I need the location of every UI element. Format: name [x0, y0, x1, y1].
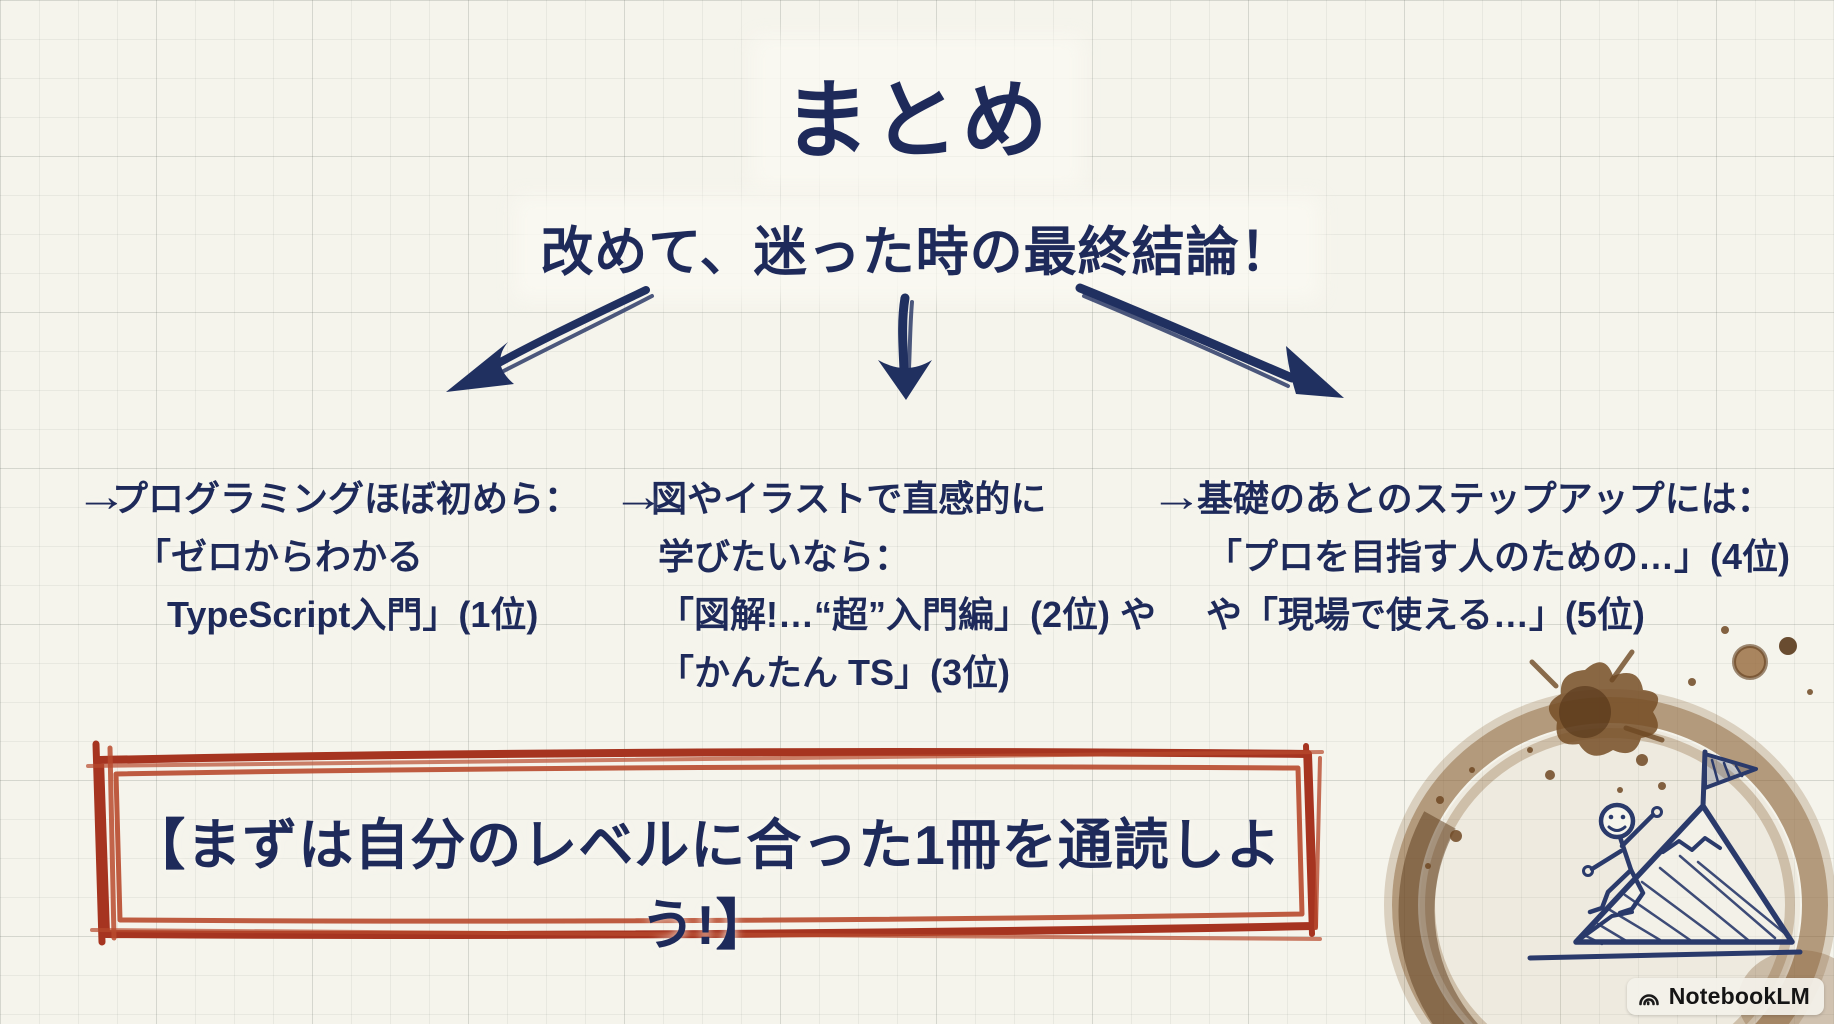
right-arrow-icon: →	[75, 472, 128, 521]
recommendation-column-beginner: →プログラミングほぼ初めら： 「ゼロからわかる TypeScript入門」(1位…	[75, 468, 580, 644]
down-left-arrow-icon	[446, 286, 654, 392]
column1-line3: TypeScript入門」(1位)	[167, 594, 539, 635]
down-arrow-icon	[878, 293, 932, 400]
page-title-text: まとめ	[765, 50, 1069, 175]
conclusion-text: 【まずは自分のレベルに合った1冊を通読しよう!】	[130, 814, 1282, 956]
recommendation-column-visual: →図やイラストで直感的に 学びたいなら： 「図解!…“超”入門編」(2位) や …	[612, 468, 1156, 702]
recommendation-column-stepup: →基礎のあとのステップアップには： 「プロを目指す人のための…」(4位) や「現…	[1150, 468, 1790, 644]
coffee-ring	[1384, 626, 1834, 1024]
notebooklm-watermark-label: NotebookLM	[1668, 983, 1810, 1009]
notebooklm-watermark: NotebookLM	[1626, 978, 1824, 1015]
column2-line4: 「かんたん TS」(3位)	[658, 652, 1011, 693]
page-title: まとめ	[0, 50, 1834, 175]
right-arrow-icon: →	[612, 472, 665, 521]
column3-line1: 基礎のあとのステップアップには：	[1197, 478, 1773, 519]
column3-line3: や「現場で使える…」(5位)	[1206, 594, 1645, 635]
column3-line2: 「プロを目指す人のための…」(4位)	[1206, 536, 1790, 577]
down-right-arrow-icon	[1075, 283, 1344, 398]
page-subtitle: 改めて、迷った時の最終結論！	[0, 210, 1834, 286]
column2-line3: 「図解!…“超”入門編」(2位) や	[658, 594, 1156, 635]
column2-line2: 学びたいなら：	[658, 536, 911, 577]
page-subtitle-text: 改めて、迷った時の最終結論！	[528, 210, 1306, 286]
notebooklm-logo-icon	[1638, 993, 1659, 1005]
mountain-climber-doodle-icon	[1527, 749, 1803, 961]
column1-line1: プログラミングほぼ初めら：	[112, 478, 581, 519]
right-arrow-icon: →	[1150, 472, 1203, 521]
column1-line2: 「ゼロからわかる	[135, 536, 424, 577]
coffee-stain-icon	[1384, 626, 1834, 1024]
column2-line1: 図やイラストで直感的に	[651, 478, 1047, 519]
